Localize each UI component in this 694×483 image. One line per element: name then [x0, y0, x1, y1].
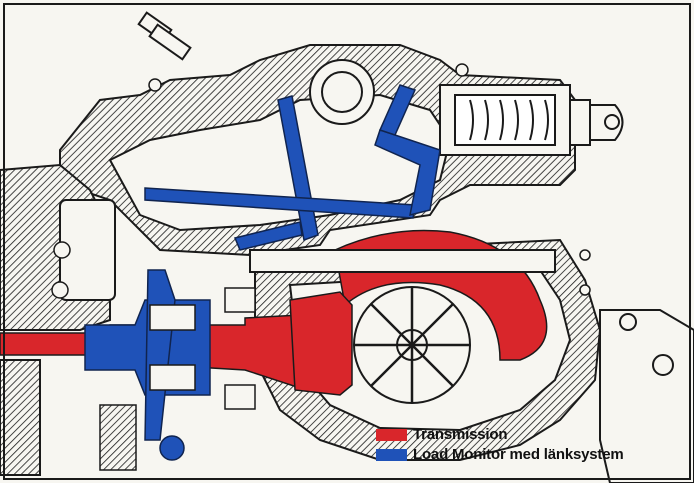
- legend: Transmission Load Monitor med länksystem: [376, 425, 624, 465]
- right-housing: [599, 309, 694, 483]
- legend-label-transmission: Transmission: [413, 426, 508, 443]
- frame: [3, 3, 691, 480]
- spring-assembly: [439, 84, 624, 156]
- load-monitor-horizontal-link: [144, 187, 416, 219]
- load-monitor-upper-arm: [378, 84, 417, 136]
- transmission-pinion: [289, 291, 353, 396]
- legend-label-load-monitor: Load Monitor med länksystem: [413, 446, 624, 463]
- load-monitor-lever: [374, 129, 441, 217]
- legend-swatch-load-monitor: [376, 449, 407, 461]
- legend-item-transmission: Transmission: [376, 425, 623, 445]
- bearings: [51, 63, 591, 471]
- load-monitor-drop-eye: [159, 435, 185, 461]
- ring-gear: [249, 249, 556, 404]
- legend-item-load-monitor: Load Monitor med länksystem: [376, 445, 624, 465]
- top-cylinder: [137, 11, 375, 125]
- load-monitor-rod: [233, 221, 303, 251]
- legend-swatch-transmission: [376, 429, 407, 441]
